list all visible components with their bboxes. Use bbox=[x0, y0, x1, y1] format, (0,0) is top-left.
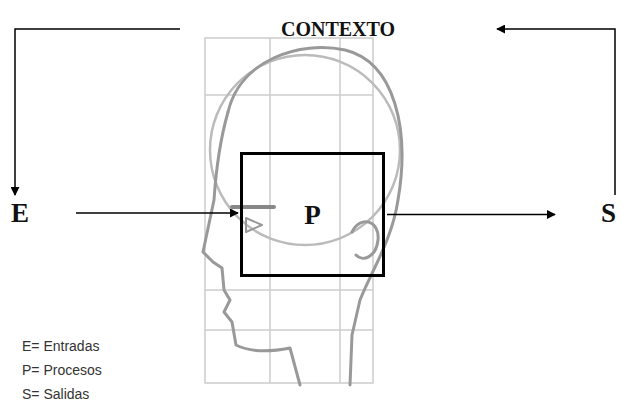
head-back bbox=[228, 48, 402, 385]
grid-line bbox=[205, 289, 373, 291]
grid-line bbox=[205, 94, 373, 96]
legend-notes: E= EntradasP= ProcesosS= Salidas bbox=[22, 334, 102, 406]
ear bbox=[352, 222, 378, 259]
flow-arrow bbox=[387, 214, 555, 216]
brow-line bbox=[232, 205, 274, 209]
head-outline bbox=[203, 48, 402, 385]
output-label: S bbox=[555, 197, 624, 229]
grid-line bbox=[205, 329, 373, 331]
legend-note: S= Salidas bbox=[22, 382, 102, 406]
legend-note: P= Procesos bbox=[22, 358, 102, 382]
skull-circle bbox=[210, 55, 400, 245]
node-text: P bbox=[301, 200, 324, 230]
input-label: E bbox=[5, 197, 76, 229]
legend-note: E= Entradas bbox=[22, 334, 102, 358]
grid-line bbox=[269, 38, 271, 383]
eye bbox=[246, 218, 262, 232]
context-label: CONTEXTO bbox=[182, 16, 494, 42]
grid-line bbox=[339, 38, 341, 383]
flow-arrow bbox=[497, 29, 615, 195]
node-text: E bbox=[11, 197, 76, 229]
node-text: S bbox=[555, 197, 616, 229]
flow-arrow bbox=[76, 212, 238, 214]
process-box: P bbox=[240, 152, 385, 277]
node-text: CONTEXTO bbox=[182, 16, 494, 42]
flow-arrow bbox=[15, 29, 180, 195]
